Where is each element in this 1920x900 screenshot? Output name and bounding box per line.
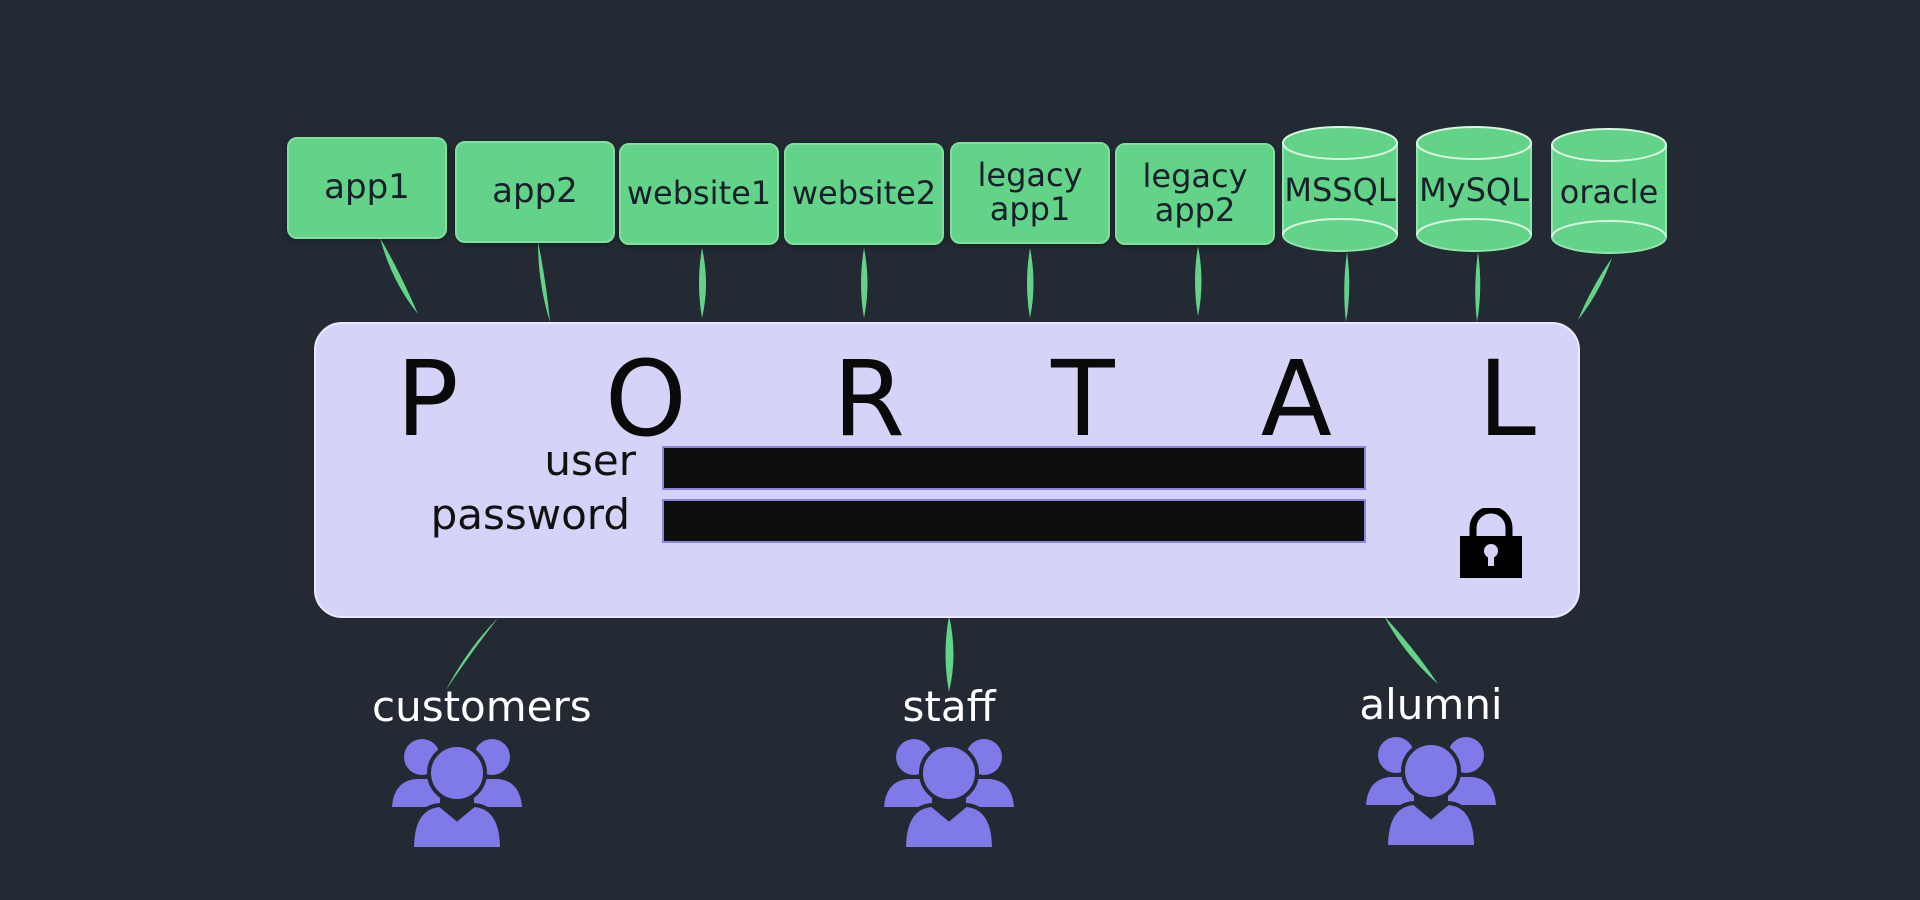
- system-app1: app1: [287, 137, 447, 239]
- connector-alumni: [1384, 616, 1438, 684]
- connector-customers: [446, 618, 498, 690]
- password-label: password: [430, 490, 630, 539]
- database-icon: [1551, 128, 1667, 254]
- connector-oracle: [1578, 258, 1612, 320]
- group-label: customers: [372, 682, 592, 731]
- database-icon: [1416, 126, 1532, 252]
- group-customers: customers: [372, 682, 592, 849]
- user-field[interactable]: [662, 446, 1366, 490]
- system-website2: website2: [784, 143, 944, 245]
- system-label: app2: [492, 171, 578, 212]
- users-icon: [1366, 737, 1496, 847]
- portal-letter: P: [396, 338, 459, 460]
- portal-title: P O R T A L: [396, 338, 1536, 460]
- system-label: MySQL: [1419, 171, 1529, 209]
- lock-icon: [1460, 508, 1522, 578]
- database-oracle: oracle: [1550, 127, 1668, 257]
- group-staff: staff: [864, 682, 1034, 849]
- group-alumni: alumni: [1346, 680, 1516, 847]
- system-legacy-app1: legacy app1: [950, 142, 1110, 244]
- connector-mssql: [1344, 252, 1350, 322]
- system-label: website1: [626, 174, 772, 213]
- system-label: MSSQL: [1284, 171, 1396, 209]
- system-label: website2: [791, 174, 937, 213]
- connector-legacy-app1: [1027, 248, 1034, 318]
- system-label: app1: [324, 167, 410, 208]
- users-icon: [392, 739, 522, 849]
- portal-letter: L: [1478, 338, 1536, 460]
- system-label: legacy app1: [977, 156, 1083, 228]
- database-mssql: MSSQL: [1281, 125, 1399, 255]
- database-mysql: MySQL: [1415, 125, 1533, 255]
- portal-panel: P O R T A L user password: [314, 322, 1580, 618]
- connector-website2: [861, 248, 868, 318]
- connector-legacy-app2: [1195, 246, 1202, 316]
- system-legacy-app2: legacy app2: [1115, 143, 1275, 245]
- connector-staff: [945, 616, 954, 692]
- group-label: alumni: [1359, 680, 1503, 729]
- system-label: oracle: [1559, 173, 1659, 211]
- connector-app2: [538, 242, 550, 322]
- system-website1: website1: [619, 143, 779, 245]
- database-icon: [1282, 126, 1398, 252]
- portal-letter: T: [1051, 338, 1115, 460]
- users-icon: [884, 739, 1014, 849]
- system-label: legacy app2: [1142, 157, 1248, 229]
- group-label: staff: [902, 682, 996, 731]
- connector-app1: [380, 238, 418, 314]
- connector-website1: [699, 248, 706, 318]
- password-field[interactable]: [662, 499, 1366, 543]
- portal-letter: O: [604, 338, 687, 460]
- system-app2: app2: [455, 141, 615, 243]
- portal-letter: R: [832, 338, 906, 460]
- connector-mysql: [1475, 252, 1481, 322]
- user-label: user: [544, 436, 636, 485]
- portal-letter: A: [1260, 338, 1332, 460]
